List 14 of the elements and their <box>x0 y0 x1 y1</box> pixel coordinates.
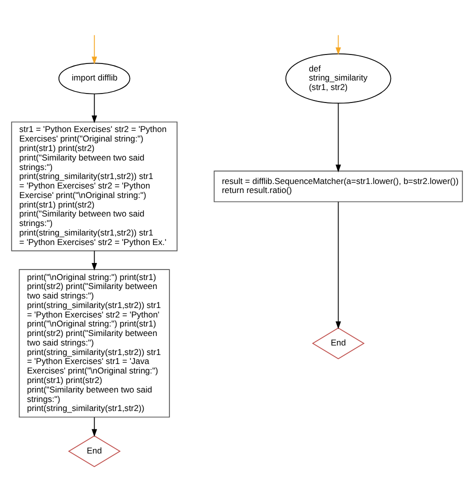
arrow <box>92 416 98 436</box>
arrow <box>336 102 341 172</box>
node-box: str1 = 'Python Exercises' str2 = 'Python Exercises' print("Original string:") print(str1) print(str2) print("Similarity between two said strings:") print(string_similarity(str1,str2)) str1 = 'Python Exercises' str2 = 'Python Exercise' print("\nOriginal string:") print(str1) print(str2) print("Similarity between two said strings:") print(string_similarity(str1,str2)) str1 = 'Python Exercises' str2 = 'Python Ex.' <box>11 121 178 251</box>
arrow <box>336 34 341 55</box>
node-diamond: End <box>312 327 365 359</box>
node-box: print("\nOriginal string:") print(str1) print(str2) print("Similarity between two said strings:") print(string_similarity(str1,str2)) str1 = 'Python Exercises' str2 = 'Python' print("\nOriginal string:") print(str1) print(str2) print("Similarity between two said strings:") print(string_similarity(str1,str2)) str1 = 'Python Exercises' str1 = 'Java Exercises' print("\nOriginal string:") print(str1) print(str2) print("Similarity between two said strings:") print(string_similarity(str1,str2)) <box>18 268 170 418</box>
arrow <box>92 34 98 64</box>
arrow <box>336 200 341 329</box>
arrow <box>92 92 98 123</box>
node-box: result = difflib.SequenceMatcher(a=str1.lower(), b=str2.lower()) return result.ratio() <box>214 170 463 202</box>
node-diamond: End <box>68 434 121 467</box>
arrow <box>92 250 98 270</box>
node-ellipse: import difflib <box>58 62 130 94</box>
node-ellipse: def string_similarity (str1, str2) <box>285 52 392 104</box>
